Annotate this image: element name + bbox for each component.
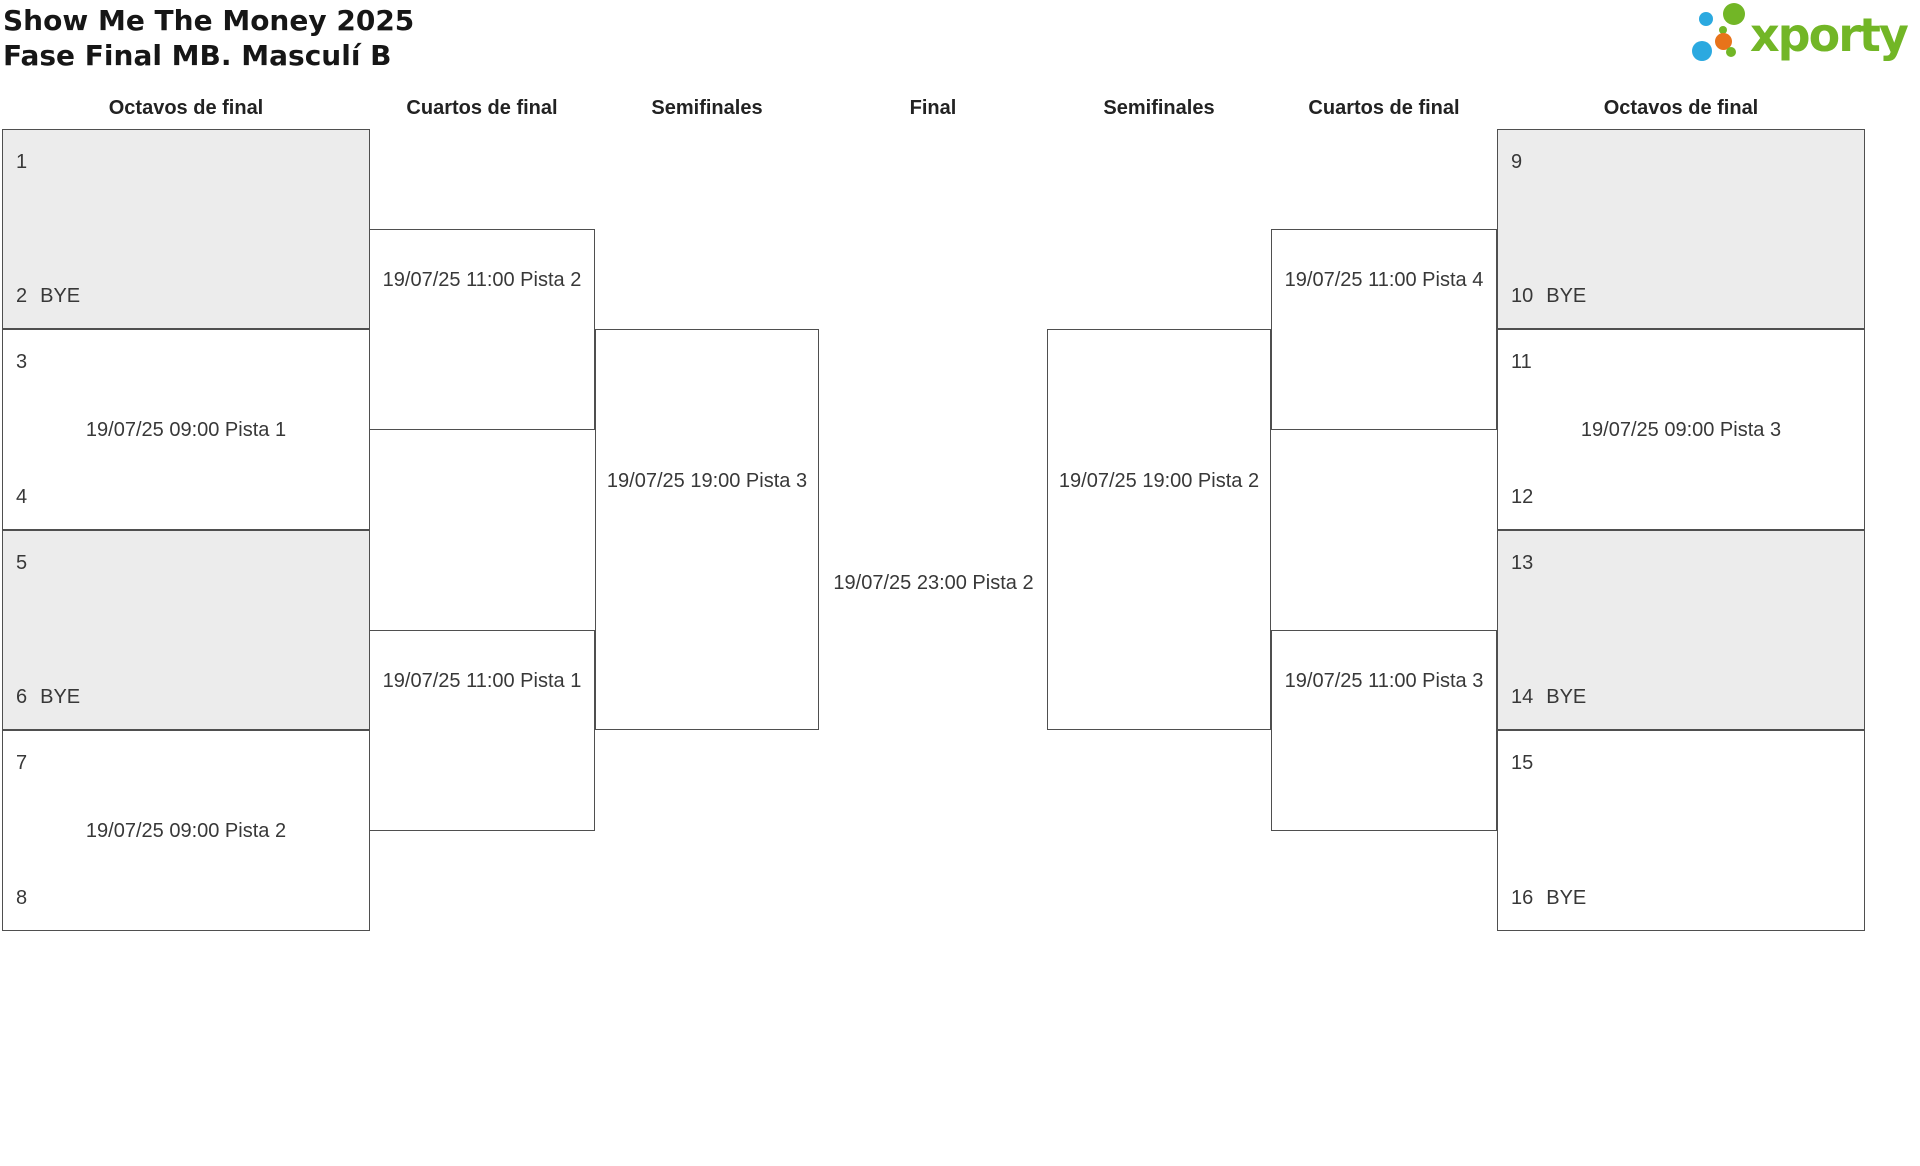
- match-datetime: 19/07/25 09:00 Pista 1: [85, 419, 287, 441]
- seed-label: 6: [16, 686, 28, 708]
- round-header-final: Final: [909, 97, 957, 119]
- octavos-match-9-10[interactable]: 9 10 BYE: [1497, 129, 1865, 329]
- tournament-title: Show Me The Money 2025: [3, 4, 415, 37]
- match-datetime: 19/07/25 11:00 Pista 1: [382, 670, 582, 692]
- round-header-semifinales-left: Semifinales: [651, 97, 763, 119]
- logo-dot-green-tiny-icon: [1719, 26, 1727, 34]
- seed-label: 12: [1511, 486, 1534, 508]
- logo-dot-green-small-icon: [1726, 47, 1736, 57]
- final-match-datetime: 19/07/25 23:00 Pista 2: [833, 572, 1034, 594]
- match-slot-top: 5: [16, 550, 40, 576]
- title-block: Show Me The Money 2025 Fase Final MB. Ma…: [3, 3, 414, 73]
- bye-label: BYE: [40, 686, 81, 708]
- bye-label: BYE: [40, 285, 81, 307]
- match-slot-top: 9: [1511, 149, 1535, 175]
- round-header-cuartos-left: Cuartos de final: [406, 97, 558, 119]
- octavos-match-11-12[interactable]: 11 19/07/25 09:00 Pista 3 12: [1497, 329, 1865, 530]
- seed-label: 13: [1511, 552, 1534, 574]
- bye-label: BYE: [1546, 285, 1587, 307]
- match-datetime: 19/07/25 11:00 Pista 3: [1284, 670, 1484, 692]
- logo-dot-orange-icon: [1715, 33, 1732, 50]
- match-slot-top: 15: [1511, 750, 1546, 776]
- match-slot-top: 3: [16, 349, 40, 375]
- match-datetime: 19/07/25 09:00 Pista 3: [1580, 419, 1782, 441]
- seed-label: 4: [16, 486, 28, 508]
- match-datetime: 19/07/25 09:00 Pista 2: [85, 820, 287, 842]
- cuartos-match-left-2[interactable]: 19/07/25 11:00 Pista 1: [369, 630, 595, 831]
- seed-label: 1: [16, 151, 28, 173]
- octavos-match-5-6[interactable]: 5 6 BYE: [2, 530, 370, 730]
- seed-label: 10: [1511, 285, 1534, 307]
- octavos-match-13-14[interactable]: 13 14 BYE: [1497, 530, 1865, 730]
- round-header-octavos-left: Octavos de final: [108, 97, 264, 119]
- match-slot-bottom: 14 BYE: [1511, 684, 1586, 710]
- match-slot-top: 1: [16, 149, 40, 175]
- semifinal-match-right[interactable]: 19/07/25 19:00 Pista 2: [1047, 329, 1271, 730]
- seed-label: 9: [1511, 151, 1523, 173]
- cuartos-match-left-1[interactable]: 19/07/25 11:00 Pista 2: [369, 229, 595, 430]
- octavos-match-1-2[interactable]: 1 2 BYE: [2, 129, 370, 329]
- match-slot-bottom: 6 BYE: [16, 684, 80, 710]
- seed-label: 11: [1511, 351, 1532, 373]
- match-slot-top: 13: [1511, 550, 1546, 576]
- logo-dot-blue-big-icon: [1692, 41, 1712, 61]
- match-slot-bottom: 8: [16, 885, 40, 911]
- round-header-octavos-right: Octavos de final: [1603, 97, 1759, 119]
- seed-label: 5: [16, 552, 28, 574]
- cuartos-match-right-1[interactable]: 19/07/25 11:00 Pista 4: [1271, 229, 1497, 430]
- match-datetime: 19/07/25 11:00 Pista 2: [382, 269, 582, 291]
- seed-label: 7: [16, 752, 28, 774]
- match-slot-bottom: 4: [16, 484, 40, 510]
- round-header-cuartos-right: Cuartos de final: [1308, 97, 1460, 119]
- octavos-match-7-8[interactable]: 7 19/07/25 09:00 Pista 2 8: [2, 730, 370, 931]
- match-slot-bottom: 10 BYE: [1511, 283, 1586, 309]
- match-slot-top: 11: [1511, 349, 1545, 375]
- semifinal-match-left[interactable]: 19/07/25 19:00 Pista 3: [595, 329, 819, 730]
- octavos-match-3-4[interactable]: 3 19/07/25 09:00 Pista 1 4: [2, 329, 370, 530]
- match-datetime: 19/07/25 19:00 Pista 2: [1058, 470, 1260, 492]
- match-datetime: 19/07/25 11:00 Pista 4: [1284, 269, 1484, 291]
- seed-label: 16: [1511, 887, 1534, 909]
- bye-label: BYE: [1546, 686, 1587, 708]
- xporty-logo[interactable]: xporty: [1684, 0, 1920, 70]
- seed-label: 3: [16, 351, 28, 373]
- cuartos-match-right-2[interactable]: 19/07/25 11:00 Pista 3: [1271, 630, 1497, 831]
- match-slot-bottom: 16 BYE: [1511, 885, 1586, 911]
- match-slot-bottom: 12: [1511, 484, 1546, 510]
- logo-brand-text: xporty: [1750, 8, 1909, 62]
- logo-dot-green-big-icon: [1723, 3, 1745, 25]
- seed-label: 15: [1511, 752, 1534, 774]
- seed-label: 2: [16, 285, 28, 307]
- match-datetime: 19/07/25 19:00 Pista 3: [606, 470, 808, 492]
- phase-subtitle: Fase Final MB. Masculí B: [3, 39, 392, 72]
- bye-label: BYE: [1546, 887, 1587, 909]
- logo-dot-blue-small-icon: [1699, 12, 1713, 26]
- match-slot-bottom: 2 BYE: [16, 283, 80, 309]
- round-header-semifinales-right: Semifinales: [1103, 97, 1215, 119]
- match-slot-top: 7: [16, 750, 40, 776]
- seed-label: 8: [16, 887, 28, 909]
- seed-label: 14: [1511, 686, 1534, 708]
- octavos-match-15-16[interactable]: 15 16 BYE: [1497, 730, 1865, 931]
